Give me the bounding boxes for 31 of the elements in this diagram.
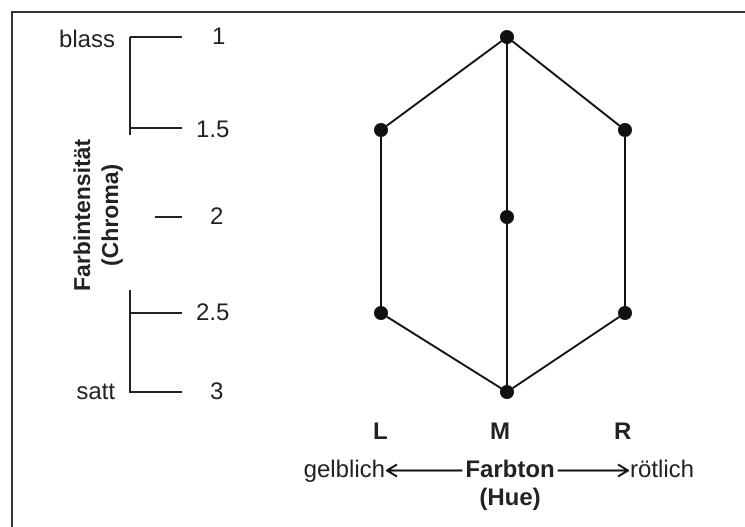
- point-marker: [500, 30, 514, 44]
- connector-line: [506, 224, 508, 385]
- arrow: [558, 464, 629, 478]
- connector-line: [506, 44, 508, 210]
- axis-end-label: gelblich: [265, 456, 385, 484]
- scale-value: 2.5: [196, 299, 230, 327]
- arrow: [386, 464, 462, 478]
- connector-line: [624, 137, 626, 306]
- column-label: L: [373, 418, 388, 446]
- scale-value: 3: [210, 378, 224, 406]
- connector-line: [386, 40, 502, 127]
- axis-end-label: rötlich: [630, 456, 730, 484]
- scale-value: 1.5: [196, 116, 230, 144]
- scale-value: 2: [210, 203, 224, 231]
- connector-line: [512, 40, 620, 126]
- point-marker: [374, 123, 388, 137]
- point-marker: [618, 306, 632, 320]
- point-marker: [500, 385, 514, 399]
- connector-line: [386, 316, 502, 390]
- scale-value: 1: [212, 23, 226, 51]
- scale-end-label: satt: [76, 378, 115, 406]
- connector-line: [512, 316, 620, 389]
- connector-line: [380, 137, 382, 306]
- column-label: M: [490, 418, 510, 446]
- point-marker: [374, 306, 388, 320]
- axis-title: Farbintensität (Chroma): [68, 138, 124, 294]
- point-marker: [618, 123, 632, 137]
- scale-end-label: blass: [58, 26, 115, 54]
- column-label: R: [614, 418, 632, 446]
- point-marker: [500, 210, 514, 224]
- axis-title: Farbton (Hue): [460, 456, 560, 512]
